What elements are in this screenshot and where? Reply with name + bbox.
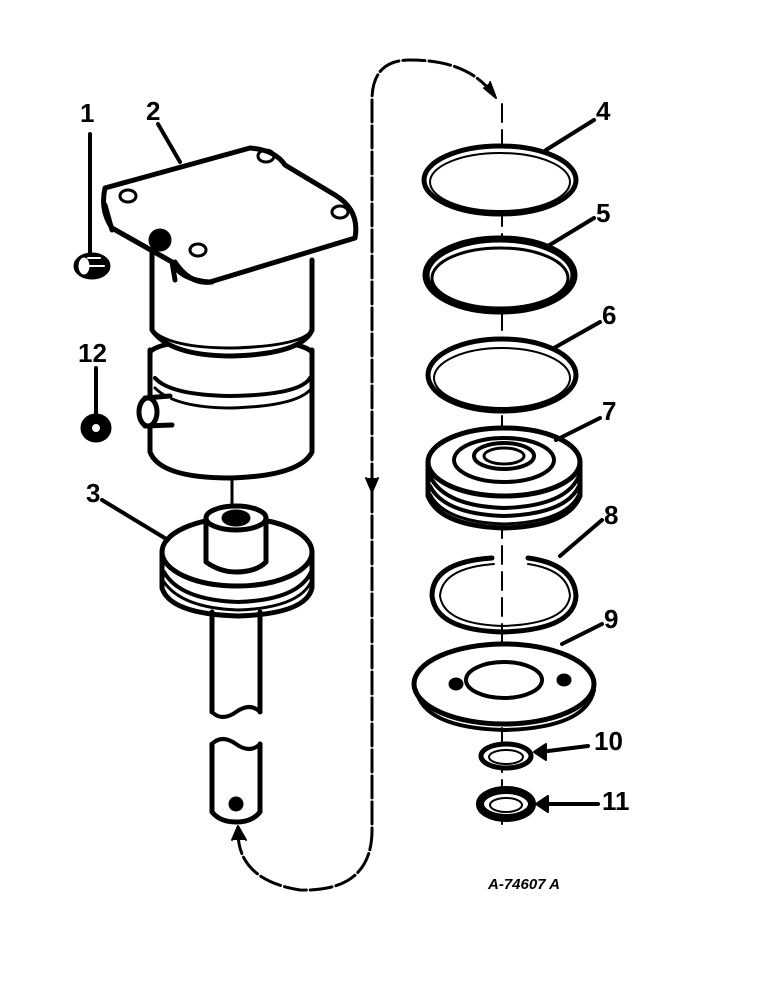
leader-line-5 [546, 216, 596, 248]
assembly-connector-line [236, 58, 496, 892]
part-7-grooved-disc [425, 425, 583, 531]
drawing-reference-code: A-74607 A [488, 876, 560, 893]
part-11-small-ring [476, 786, 536, 822]
part-12-plug [80, 413, 112, 443]
part-6-ring [425, 336, 579, 414]
leader-line-3 [100, 498, 170, 542]
part-10-small-ring [478, 741, 534, 771]
callout-1: 1 [80, 98, 95, 128]
callout-11: 11 [602, 786, 630, 816]
connector-arrow-top [483, 81, 497, 99]
part-9-washer-plate [411, 641, 597, 732]
part-1-plug [73, 252, 111, 280]
leader-line-9 [560, 622, 604, 646]
leader-arrow-10 [533, 743, 590, 761]
part-3-piston [159, 503, 315, 825]
leader-line-7 [554, 416, 602, 442]
callout-2: 2 [146, 96, 161, 126]
callout-8: 8 [604, 500, 619, 530]
callout-3: 3 [86, 478, 101, 508]
part-5-seal-ring [422, 235, 578, 315]
connector-arrow-bottom [231, 825, 247, 841]
part-2-housing [101, 145, 359, 481]
leader-line-2 [156, 122, 182, 164]
callout-5: 5 [596, 198, 611, 228]
callout-4: 4 [596, 96, 611, 126]
callout-6: 6 [602, 300, 617, 330]
part-8-snap-ring [429, 555, 579, 635]
callout-7: 7 [602, 396, 617, 426]
leader-line-4 [544, 118, 596, 152]
leader-arrow-11 [535, 795, 600, 813]
callout-10: 10 [594, 726, 623, 756]
leader-line-8 [558, 518, 604, 558]
callout-12: 12 [78, 338, 107, 368]
connector-arrow-middle [365, 477, 379, 493]
part-4-ring [421, 143, 579, 217]
leader-line-6 [552, 320, 602, 350]
callout-9: 9 [604, 604, 619, 634]
